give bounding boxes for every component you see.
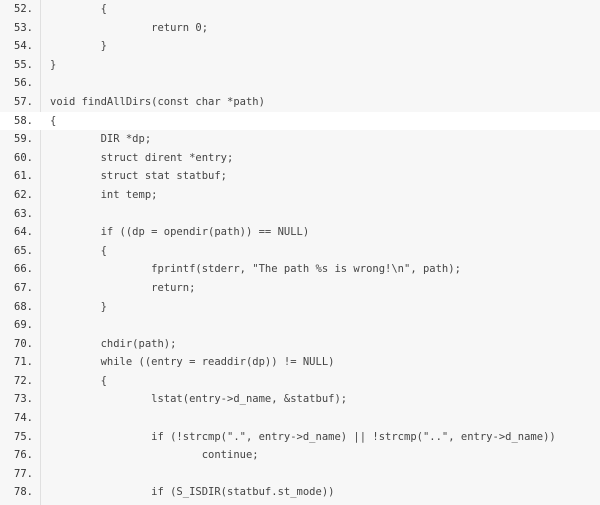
- code-text: fprintf(stderr, "The path %s is wrong!\n…: [50, 263, 461, 276]
- code-text: DIR *dp;: [50, 133, 152, 146]
- line-number: 71.: [14, 356, 33, 369]
- code-text: struct dirent *entry;: [50, 151, 234, 164]
- code-line: 65. {: [0, 242, 600, 261]
- line-number: 67.: [14, 281, 33, 294]
- code-text: lstat(entry->d_name, &statbuf);: [50, 393, 348, 406]
- code-line: 75. if (!strcmp(".", entry->d_name) || !…: [0, 428, 600, 447]
- code-text: int temp;: [50, 188, 158, 201]
- code-line: 73. lstat(entry->d_name, &statbuf);: [0, 390, 600, 409]
- code-line: 77.: [0, 465, 600, 484]
- code-text: return;: [50, 281, 196, 294]
- line-number: 73.: [14, 393, 33, 406]
- code-line: 78. if (S_ISDIR(statbuf.st_mode)): [0, 483, 600, 502]
- line-number: 75.: [14, 430, 33, 443]
- code-text: chdir(path);: [50, 337, 177, 350]
- line-number: 65.: [14, 244, 33, 257]
- code-text: void findAllDirs(const char *path): [50, 95, 265, 108]
- code-line: 64. if ((dp = opendir(path)) == NULL): [0, 223, 600, 242]
- code-text: return 0;: [50, 21, 209, 34]
- code-text: {: [50, 114, 57, 127]
- line-number: 62.: [14, 188, 33, 201]
- code-line: 62. int temp;: [0, 186, 600, 205]
- line-number: 58.: [14, 114, 33, 127]
- code-line: 57. void findAllDirs(const char *path): [0, 93, 600, 112]
- line-number: 68.: [14, 300, 33, 313]
- line-number: 59.: [14, 133, 33, 146]
- line-number: 74.: [14, 412, 33, 425]
- code-text: if (S_ISDIR(statbuf.st_mode)): [50, 486, 335, 499]
- line-number: 57.: [14, 95, 33, 108]
- code-line: 76. continue;: [0, 446, 600, 465]
- line-number: 78.: [14, 486, 33, 499]
- line-number: 54.: [14, 40, 33, 53]
- line-number: 60.: [14, 151, 33, 164]
- code-text: if (!strcmp(".", entry->d_name) || !strc…: [50, 430, 556, 443]
- line-number: 64.: [14, 226, 33, 239]
- code-line: 56.: [0, 74, 600, 93]
- code-line: 60. struct dirent *entry;: [0, 149, 600, 168]
- code-line: 55.}: [0, 56, 600, 75]
- code-line: 74.: [0, 409, 600, 428]
- code-text: }: [50, 58, 57, 71]
- code-text: }: [50, 40, 107, 53]
- code-text: {: [50, 244, 107, 257]
- line-number: 70.: [14, 337, 33, 350]
- line-number: 66.: [14, 263, 33, 276]
- code-line: 68. }: [0, 298, 600, 317]
- code-line: 52. {: [0, 0, 600, 19]
- line-number-gutter: [0, 0, 41, 505]
- line-number: 72.: [14, 374, 33, 387]
- code-text: if ((dp = opendir(path)) == NULL): [50, 226, 310, 239]
- code-text: while ((entry = readdir(dp)) != NULL): [50, 356, 335, 369]
- line-number: 53.: [14, 21, 33, 34]
- line-number: 76.: [14, 449, 33, 462]
- code-text: continue;: [50, 449, 259, 462]
- code-line: 71. while ((entry = readdir(dp)) != NULL…: [0, 353, 600, 372]
- code-line: 61. struct stat statbuf;: [0, 167, 600, 186]
- code-line: 66. fprintf(stderr, "The path %s is wron…: [0, 260, 600, 279]
- code-line: 70. chdir(path);: [0, 335, 600, 354]
- code-text: {: [50, 374, 107, 387]
- line-number: 69.: [14, 319, 33, 332]
- line-number: 55.: [14, 58, 33, 71]
- line-number: 61.: [14, 170, 33, 183]
- code-text: {: [50, 3, 107, 15]
- line-number: 63.: [14, 207, 33, 220]
- code-line: 58. {: [0, 111, 600, 131]
- line-number: 77.: [14, 467, 33, 480]
- line-number: 52.: [14, 3, 33, 15]
- code-line: 72. {: [0, 372, 600, 391]
- code-line: 53. return 0;: [0, 19, 600, 38]
- code-text: struct stat statbuf;: [50, 170, 228, 183]
- code-line: 54. }: [0, 37, 600, 56]
- code-line: 67. return;: [0, 279, 600, 298]
- code-text: }: [50, 300, 107, 313]
- code-line: 59. DIR *dp;: [0, 130, 600, 149]
- code-line: 69.: [0, 316, 600, 335]
- code-line: 63.: [0, 205, 600, 224]
- line-number: 56.: [14, 77, 33, 90]
